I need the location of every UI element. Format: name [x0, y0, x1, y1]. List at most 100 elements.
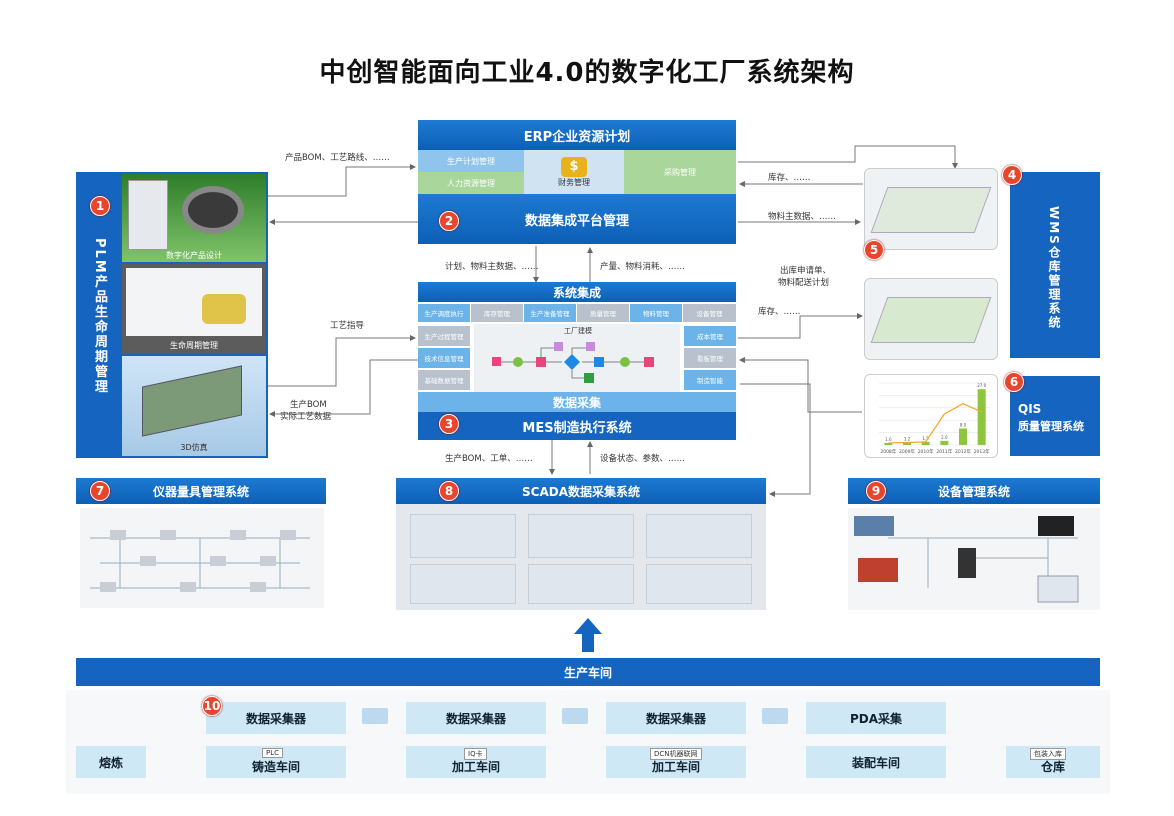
- lifecycle-image: 生命周期管理: [122, 264, 266, 354]
- flow-label: 库存、……: [758, 307, 801, 317]
- erp-finance-cell: $ 财务管理: [524, 150, 624, 194]
- qis-tick-label: 2012年: [955, 448, 971, 455]
- process-box: 装配车间: [806, 746, 946, 778]
- mes-cell: 设备管理: [683, 304, 736, 322]
- flow-label: 生产BOM: [290, 400, 327, 410]
- plm-title: PLM产品生命周期管理: [92, 238, 107, 395]
- qis-data-label: 1.2: [904, 437, 911, 442]
- instrument-network-image: [80, 508, 324, 608]
- erp-cell: 采购管理: [624, 150, 736, 194]
- process-tag: IQ卡: [464, 748, 487, 760]
- badge: 2: [439, 211, 459, 231]
- erp-title: ERP企业资源计划: [418, 120, 736, 150]
- mes-module: 系统集成 生产调度执行 库存管理 生产准备管理 质量管理 物料管理 设备管理 生…: [418, 282, 736, 440]
- mes-title: MES制造执行系统: [418, 412, 736, 440]
- flow-label: 生产BOM、工单、……: [445, 454, 533, 464]
- mes-cell: 生产调度执行: [418, 304, 470, 322]
- qis-title: 质量管理系统: [1018, 420, 1084, 433]
- qis-bar: [940, 440, 949, 445]
- equipment-network-image: [848, 508, 1100, 610]
- qis-data-label: 27.0: [977, 383, 986, 388]
- workshop-title-bar: 生产车间: [76, 658, 1100, 686]
- badge: 6: [1004, 372, 1024, 392]
- qis-line-series: [888, 402, 982, 444]
- wms-title: WMS仓库管理系统: [1047, 206, 1061, 330]
- collector-box: 数据采集器: [406, 702, 546, 734]
- badge: 3: [439, 414, 459, 434]
- flow-label: 物料主数据、……: [768, 212, 837, 222]
- data-platform: 数据集成平台管理: [418, 194, 736, 244]
- image-caption: 数字化产品设计: [166, 250, 222, 260]
- qis-tick-label: 2011年: [936, 448, 952, 455]
- erp-module: ERP企业资源计划 生产计划管理 人力资源管理 $ 财务管理 采购管理 数据集成…: [418, 120, 736, 244]
- equipment-title: 设备管理系统: [848, 478, 1100, 504]
- qis-bar: [977, 389, 986, 445]
- qis-data-label: 1.0: [885, 437, 892, 442]
- process-tag: DCN机器联网: [650, 748, 702, 760]
- flow-label: 工艺指导: [330, 321, 365, 331]
- qis-module: QIS 质量管理系统: [1010, 376, 1100, 456]
- workflow-icon: [492, 342, 654, 383]
- process-tag: PLC: [262, 748, 284, 758]
- simulation-image: 3D仿真: [122, 356, 266, 456]
- qis-data-label: 2.0: [941, 435, 948, 440]
- mes-integration-bar: 系统集成: [418, 282, 736, 302]
- qis-tick-label: 2010年: [918, 448, 934, 455]
- plm-module: PLM产品生命周期管理 数字化产品设计 生命周期管理 3D仿真: [76, 172, 268, 458]
- badge: 5: [864, 240, 884, 260]
- process-box: 熔炼: [76, 746, 146, 778]
- warehouse-image: [864, 168, 998, 250]
- mes-cell: 库存管理: [471, 304, 523, 322]
- image-caption: 3D仿真: [180, 442, 208, 452]
- flow-label: 产品BOM、工艺路线、……: [285, 153, 390, 163]
- qis-tick-label: 2008年: [880, 448, 896, 455]
- process-box: 加工车间: [406, 746, 546, 778]
- workflow-title: 工厂建模: [564, 327, 592, 335]
- warehouse-image: [864, 278, 998, 360]
- instrument-title: 仪器量具管理系统: [76, 478, 326, 504]
- qis-bar: [903, 442, 911, 445]
- collector-box: PDA采集: [806, 702, 946, 734]
- qis-title: QIS: [1018, 402, 1042, 416]
- wms-module: WMS仓库管理系统: [1010, 172, 1100, 358]
- qis-tick-label: 2013年: [974, 448, 990, 455]
- qis-data-label: 1.5: [922, 436, 929, 441]
- badge: 10: [202, 696, 222, 716]
- badge: 9: [866, 481, 886, 501]
- flow-label: 设备状态、参数、……: [600, 454, 686, 464]
- flow-label: 计划、物料主数据、……: [445, 262, 539, 272]
- mes-cell: 生产过程管理: [418, 326, 470, 346]
- page-title: 中创智能面向工业4.0的数字化工厂系统架构: [319, 58, 855, 88]
- qis-data-label: 8.0: [960, 422, 967, 427]
- flow-label: 物料配送计划: [778, 278, 830, 288]
- factory-model-workflow: 工厂建模: [474, 324, 680, 392]
- erp-cell-label: 财务管理: [558, 177, 590, 187]
- badge: 4: [1002, 165, 1022, 185]
- mes-cell: 基础数据管理: [418, 370, 470, 390]
- truck-icon: [562, 708, 588, 724]
- erp-cell: 生产计划管理: [418, 150, 524, 172]
- image-caption: 生命周期管理: [170, 340, 218, 350]
- flow-label: 实际工艺数据: [280, 412, 332, 422]
- mes-cell: 生产准备管理: [524, 304, 576, 322]
- qis-chart-svg: 1.0 2008年 1.2 2009年 1.5 2010年 2.0 2011年 8.0 2012年…: [879, 382, 991, 455]
- collector-box: 数据采集器: [606, 702, 746, 734]
- collector-box: 数据采集器: [206, 702, 346, 734]
- money-bag-icon: $: [561, 156, 587, 177]
- process-box: 铸造车间: [206, 746, 346, 778]
- truck-icon: [762, 708, 788, 724]
- mes-cell: 质量管理: [577, 304, 629, 322]
- erp-cell: 人力资源管理: [418, 172, 524, 194]
- qis-chart: 1.0 2008年 1.2 2009年 1.5 2010年 2.0 2011年 8.0 2012年…: [864, 374, 998, 458]
- badge: 1: [90, 196, 110, 216]
- mes-cell: 看板管理: [684, 348, 736, 368]
- scada-images: [396, 504, 766, 610]
- flow-label: 产量、物料消耗、……: [600, 262, 686, 272]
- mes-cell: 物料管理: [630, 304, 682, 322]
- qis-tick-label: 2009年: [899, 448, 915, 455]
- mes-cell: 成本管理: [684, 326, 736, 346]
- truck-icon: [362, 708, 388, 724]
- qis-bar: [884, 442, 893, 445]
- flow-label: 出库申请单、: [780, 266, 832, 276]
- badge: 8: [439, 481, 459, 501]
